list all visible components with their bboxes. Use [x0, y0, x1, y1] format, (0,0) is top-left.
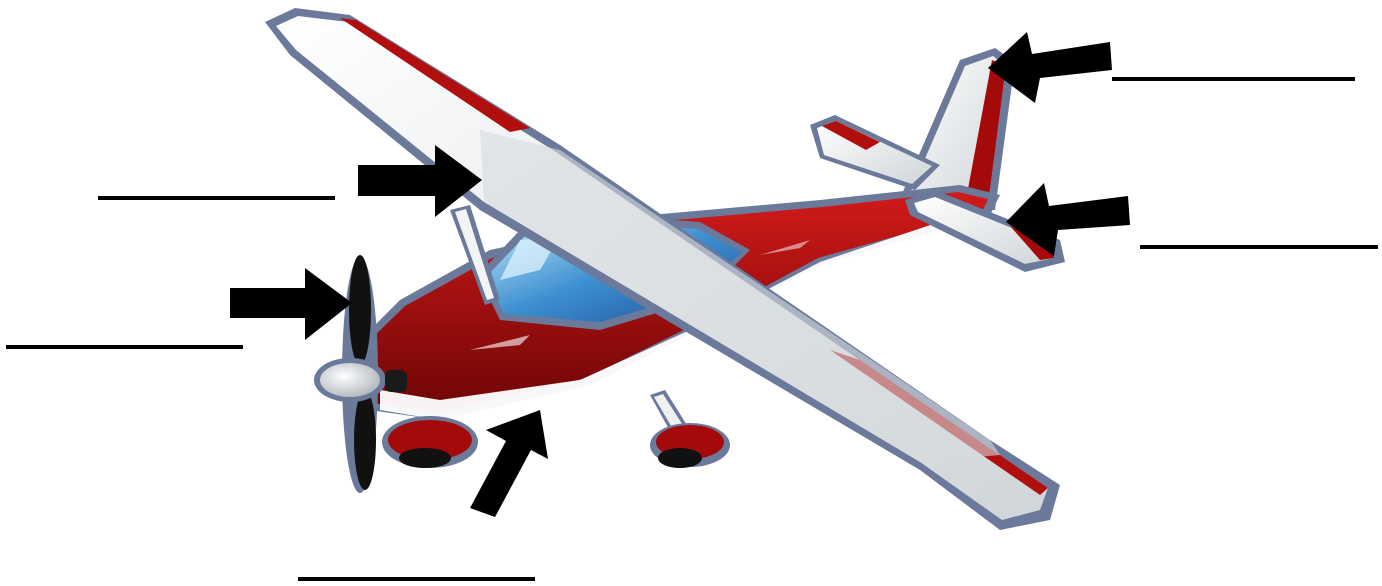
horizontal-stabilizer-right [905, 190, 1065, 272]
arrow-landing-gear [470, 410, 548, 517]
arrow-horizontal-stabilizer [1006, 183, 1130, 256]
arrow-propeller [230, 268, 352, 340]
propeller [314, 255, 407, 493]
wing [265, 8, 1060, 530]
arrow-vertical-stabilizer [988, 32, 1112, 103]
airplane [265, 8, 1065, 530]
arrow-wing [358, 145, 482, 217]
wing-struts [450, 205, 500, 305]
blank-line-horizontal-stabilizer[interactable] [1140, 245, 1378, 249]
horizontal-stabilizer-left [810, 115, 940, 190]
pointer-arrows [230, 32, 1130, 517]
landing-gear [382, 390, 730, 468]
blank-line-propeller[interactable] [6, 345, 243, 349]
blank-line-vertical-stabilizer[interactable] [1112, 77, 1355, 81]
blank-line-landing-gear[interactable] [298, 577, 535, 581]
blank-line-wing[interactable] [98, 196, 335, 200]
answer-lines [6, 77, 1378, 581]
